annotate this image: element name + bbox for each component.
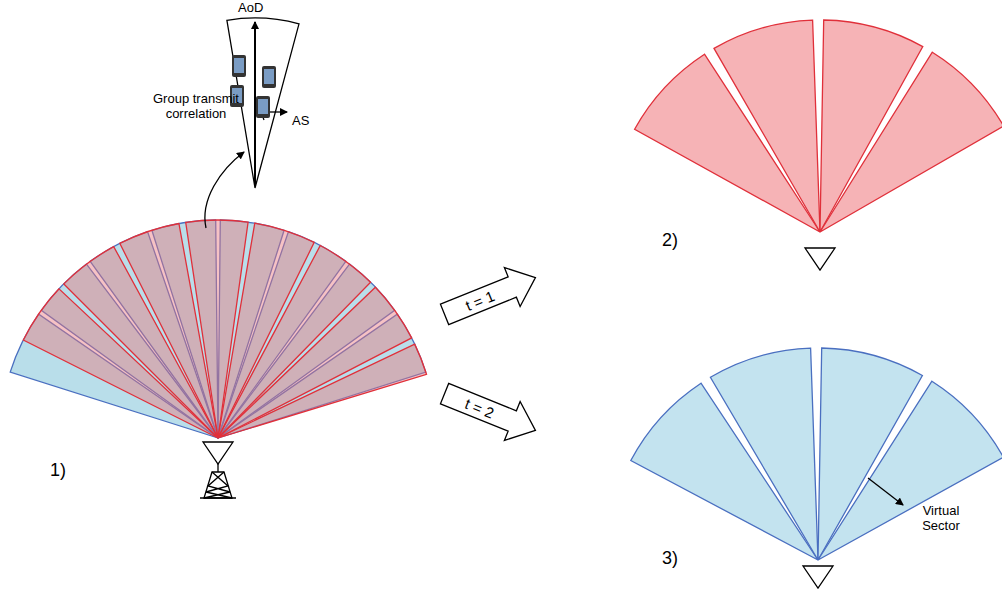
aod-arrow <box>254 22 256 186</box>
sector <box>820 52 1002 232</box>
phones <box>230 55 276 118</box>
base-station <box>200 442 236 498</box>
callout-number: 3) <box>662 548 678 569</box>
aod-label: AoD <box>238 1 263 16</box>
sector <box>714 20 820 232</box>
sector-label: Virtual Sector <box>906 504 976 534</box>
virtual-sectors-blue <box>631 348 1002 560</box>
sector <box>218 344 427 438</box>
leader-line <box>868 478 903 505</box>
overlapping-sectors <box>10 220 426 438</box>
zoom-arrow <box>205 152 244 228</box>
callout-number: 2) <box>662 230 678 251</box>
group-label: Group transmit correlation <box>150 92 242 122</box>
sector <box>710 348 818 560</box>
block-arrow: t = 1 <box>435 257 544 335</box>
antenna-symbol <box>805 248 835 270</box>
virtual-sectors-red <box>635 20 1002 232</box>
as-label: AS <box>292 114 309 129</box>
callout-number: 1) <box>50 460 66 481</box>
block-arrow: t = 2 <box>435 373 544 451</box>
antenna-symbol <box>803 566 833 588</box>
sector <box>818 381 1002 560</box>
arrow-label: t = 2 <box>463 394 497 421</box>
